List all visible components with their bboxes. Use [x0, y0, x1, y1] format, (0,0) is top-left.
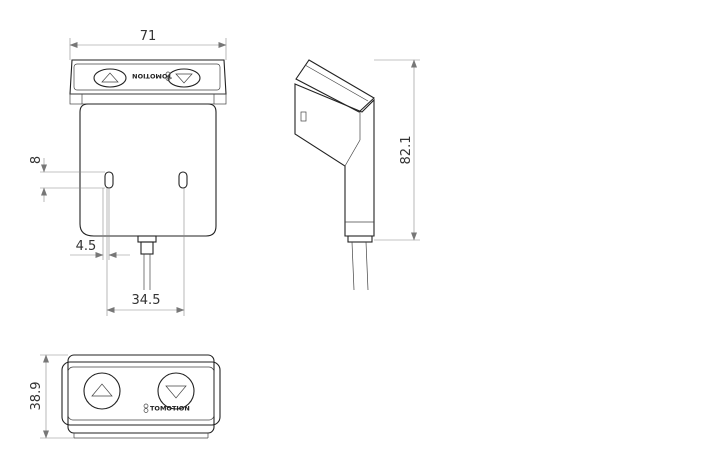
right-slot-hole — [178, 171, 188, 189]
brand-logo-icon — [165, 71, 171, 81]
dimension-hole-offset: 4.5 — [70, 188, 130, 260]
down-button-icon — [167, 68, 201, 88]
dimension-hole-spacing-label: 34.5 — [132, 293, 161, 308]
top-view: TOMOTION — [61, 354, 221, 439]
dimension-width-label: 71 — [140, 29, 157, 44]
side-view — [294, 59, 375, 291]
top-down-button-icon — [157, 372, 195, 410]
brand-label-bottom: TOMOTION — [150, 405, 190, 413]
front-view: TOMOTION — [69, 59, 227, 290]
left-slot-hole — [104, 171, 114, 189]
dimension-depth: 38.9 — [29, 354, 74, 439]
dimension-hole-height-label: 8 — [29, 156, 44, 164]
top-brand-logo-icon — [143, 403, 149, 413]
up-button-icon — [93, 68, 127, 88]
dimension-height-label: 82.1 — [399, 136, 414, 165]
dimension-depth-label: 38.9 — [29, 382, 44, 411]
top-up-button-icon — [83, 372, 121, 410]
brand-label-top: TOMOTION — [132, 72, 172, 80]
dimension-width: 71 — [69, 29, 227, 60]
dimension-height: 82.1 — [374, 59, 420, 241]
dimension-hole-offset-label: 4.5 — [76, 239, 97, 254]
dimension-hole-spacing: 34.5 — [106, 188, 185, 316]
dimension-hole-height: 8 — [29, 156, 105, 202]
